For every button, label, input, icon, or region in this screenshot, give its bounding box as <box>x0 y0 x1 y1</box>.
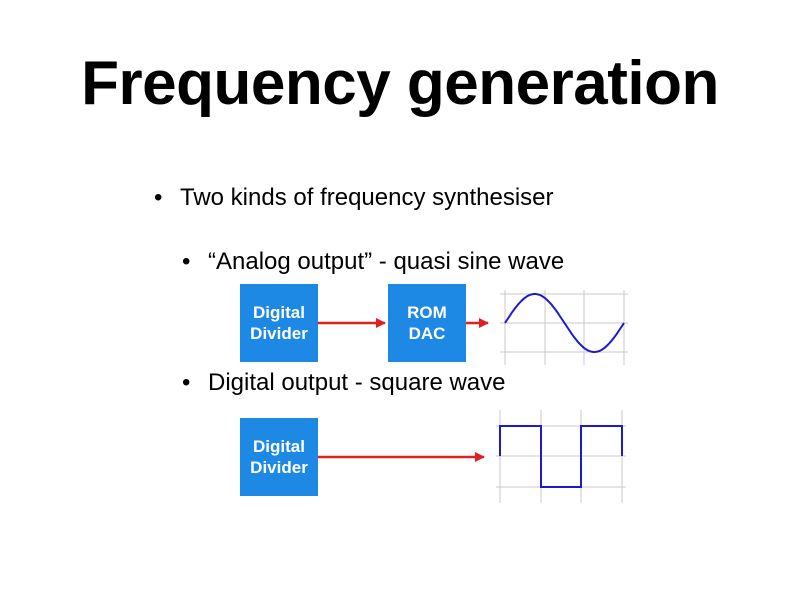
square-wave-plot <box>496 410 626 503</box>
bullet-analog-output: • “Analog output” - quasi sine wave <box>182 247 564 277</box>
bullet-digital-output: • Digital output - square wave <box>182 368 506 398</box>
digital-divider-block-top: Digital Divider <box>240 284 318 362</box>
block-label-line1: Digital <box>253 437 305 456</box>
rom-dac-block: ROM DAC <box>388 284 466 362</box>
sine-wave-plot <box>500 290 628 365</box>
bullet-text: “Analog output” - quasi sine wave <box>208 248 565 275</box>
bullet-marker: • <box>154 184 163 211</box>
block-label-line1: Digital <box>253 303 305 322</box>
bullet-synthesiser-kinds: • Two kinds of frequency synthesiser <box>154 183 554 213</box>
bullet-text: Digital output - square wave <box>208 369 506 396</box>
bullet-text: Two kinds of frequency synthesiser <box>180 184 554 211</box>
bullet-marker: • <box>182 369 191 396</box>
slide-title: Frequency generation <box>81 49 719 118</box>
digital-divider-block-bottom: Digital Divider <box>240 418 318 496</box>
bullet-marker: • <box>182 248 191 275</box>
block-label-line2: DAC <box>408 324 446 343</box>
square-waveform <box>499 425 623 488</box>
sine-waveform <box>504 293 625 353</box>
block-label-line2: Divider <box>250 324 308 343</box>
block-label-line1: ROM <box>407 303 447 322</box>
block-label-line2: Divider <box>250 458 308 477</box>
